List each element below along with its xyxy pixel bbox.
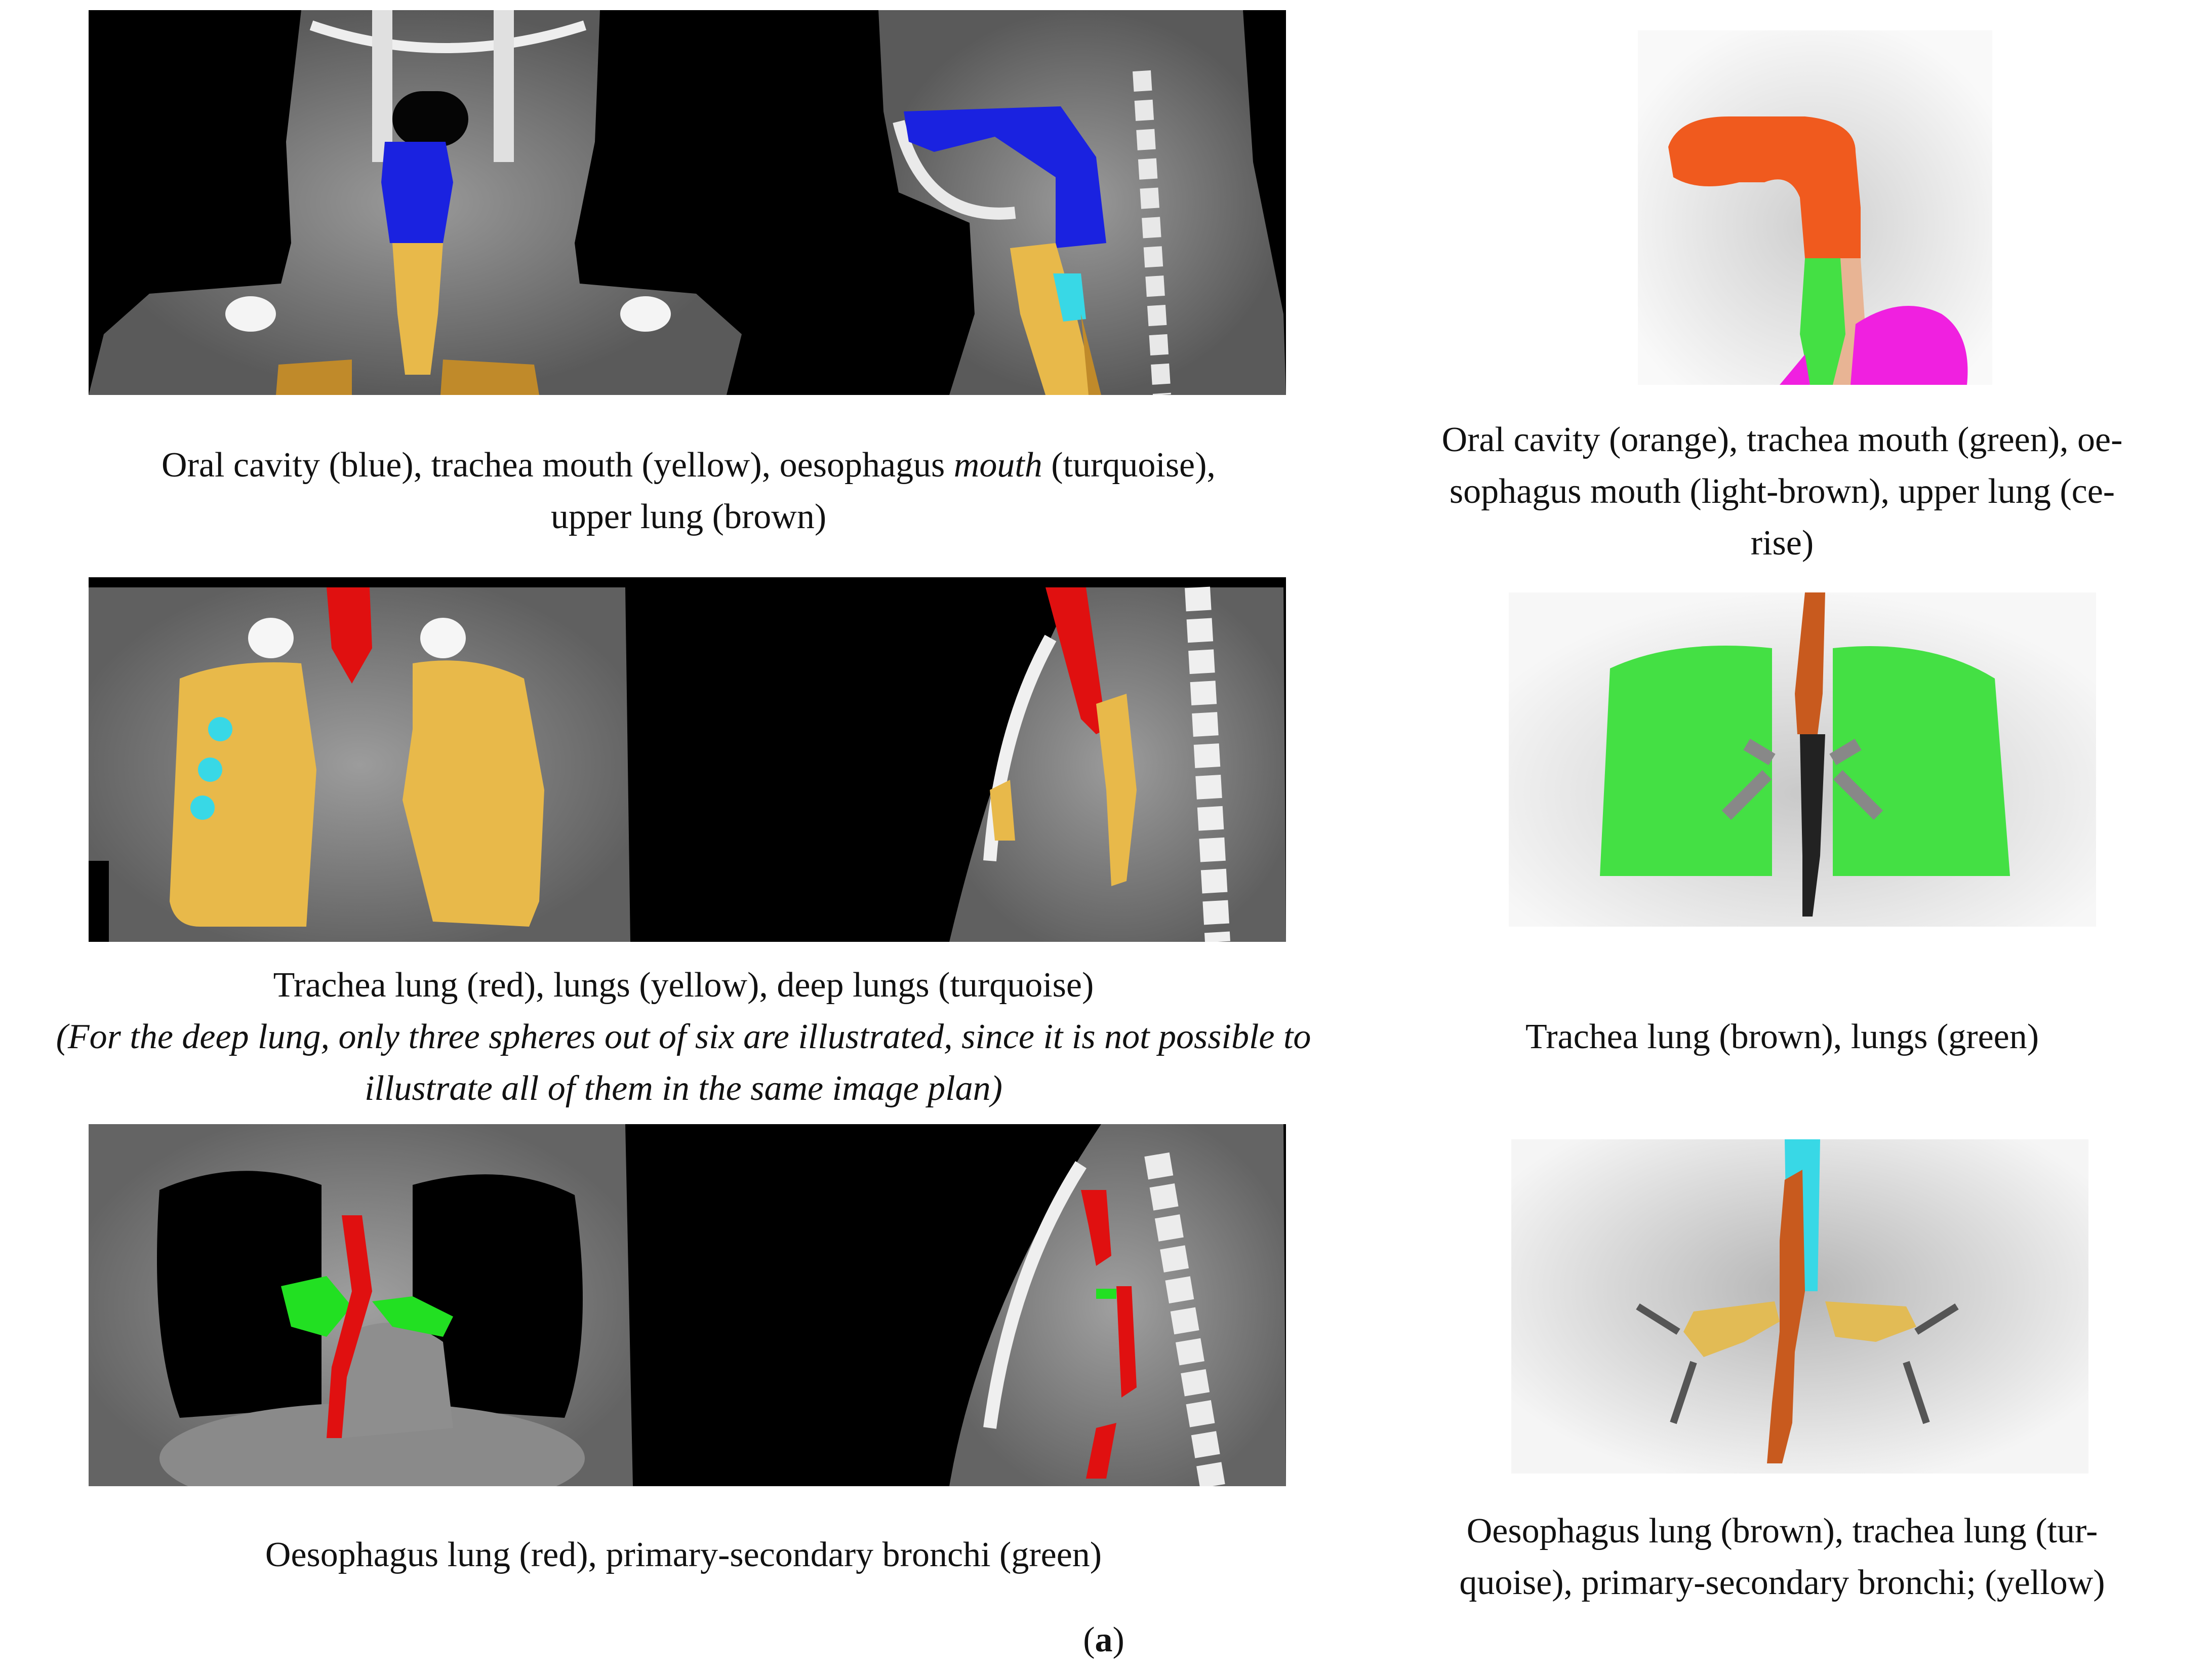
caption-row2-left: Trachea lung (red), lungs (yellow), deep…: [0, 960, 1367, 1115]
mip-image-chest: [1509, 592, 2096, 927]
ct-image-chest: [89, 586, 1286, 942]
mip-image-bronchi: [1511, 1139, 2088, 1474]
mip-panel-row1: [1638, 30, 1992, 385]
lungs-mask-coronal-left: [403, 660, 544, 927]
bronchi-mask-sagittal: [1096, 1289, 1116, 1299]
caption-row1-right: Oral cavity (orange), trachea mouth (gre…: [1367, 414, 2197, 569]
ct-image-head-neck: [89, 10, 1286, 395]
caption-row2-right: Trachea lung (brown), lungs (green): [1367, 1011, 2197, 1063]
caption-text: Oesophagus lung (red), primary-secondary…: [265, 1535, 1102, 1574]
caption-text: Oesophagus lung (brown), trachea lung (t…: [1466, 1512, 2098, 1550]
ct-image-bronchi: [89, 1124, 1286, 1486]
oesophagus-mouth-mask-sagittal: [1053, 273, 1086, 322]
caption-text: Oral cavity (blue), trachea mouth (yello…: [162, 446, 954, 485]
subfigure-paren: (: [1083, 1620, 1095, 1659]
oral-cavity-mask-mip: [1668, 116, 1861, 258]
trachea-mouth-mask-coronal: [392, 243, 443, 375]
subfigure-label: (a): [1013, 1614, 1195, 1666]
subfigure-paren: ): [1112, 1620, 1124, 1659]
oral-cavity-mask-coronal: [381, 142, 453, 243]
mip-panel-row3: [1511, 1139, 2088, 1474]
upper-lung-mask-right: [440, 360, 539, 395]
lungs-mask-coronal-right: [170, 662, 316, 927]
deep-lung-sphere: [198, 758, 222, 782]
deep-lung-sphere: [208, 717, 232, 741]
caption-text: rise): [1750, 524, 1814, 563]
upper-lung-mask-left: [276, 360, 352, 395]
lungs-mask-mip-right: [1600, 646, 1772, 876]
bronchi-mask-coronal-left: [372, 1296, 453, 1337]
caption-emphasis: mouth: [953, 446, 1042, 485]
mip-image-head-neck: [1638, 30, 1992, 385]
caption-text: Oral cavity (orange), trachea mouth (gre…: [1441, 420, 2123, 459]
mip-panel-row2: [1509, 592, 2096, 927]
caption-text: Trachea lung (red), lungs (yellow), deep…: [273, 966, 1094, 1005]
oesophagus-lung-mask-coronal: [327, 1215, 372, 1438]
caption-text: Trachea lung (brown), lungs (green): [1525, 1017, 2039, 1056]
caption-row1-left: Oral cavity (blue), trachea mouth (yello…: [20, 440, 1357, 543]
subfigure-letter: a: [1095, 1620, 1113, 1659]
trachea-mouth-mask-sagittal: [1010, 243, 1096, 395]
lungs-mask-sagittal: [1096, 694, 1137, 886]
bronchi-mask-coronal-right: [281, 1276, 352, 1337]
caption-text: upper lung (brown): [550, 497, 827, 536]
lungs-mask-mip-left: [1833, 646, 2010, 876]
trachea-lung-mask-mip: [1795, 592, 1825, 734]
caption-text: sophagus mouth (light-brown), upper lung…: [1449, 472, 2115, 511]
caption-text: quoise), primary-secondary bronchi; (yel…: [1459, 1563, 2105, 1602]
trachea-mouth-mask-mip: [1800, 258, 1851, 385]
bronchi-mask-mip-right: [1683, 1301, 1780, 1357]
upper-lung-mask-mip: [1851, 306, 1968, 385]
caption-row3-left: Oesophagus lung (red), primary-secondary…: [0, 1529, 1367, 1581]
caption-text: (turquoise),: [1042, 446, 1216, 485]
trachea-lung-mask-coronal: [327, 587, 372, 684]
ct-panel-row1: [89, 10, 1286, 395]
trachea-lung-mask-sagittal: [1045, 587, 1106, 734]
bronchi-mask-mip-left: [1825, 1301, 1916, 1342]
ct-panel-row3: [89, 1124, 1286, 1486]
caption-note: illustrate all of them in the same image…: [365, 1069, 1002, 1108]
oesophagus-lung-mask-sagittal: [1081, 1190, 1111, 1266]
caption-note: (For the deep lung, only three spheres o…: [56, 1017, 1311, 1056]
oral-cavity-mask-sagittal: [904, 106, 1106, 248]
deep-lung-sphere: [190, 796, 215, 820]
oesophagus-lung-mask-mip: [1767, 1170, 1805, 1463]
caption-row3-right: Oesophagus lung (brown), trachea lung (t…: [1367, 1505, 2197, 1609]
ct-panel-row2: [89, 577, 1286, 942]
